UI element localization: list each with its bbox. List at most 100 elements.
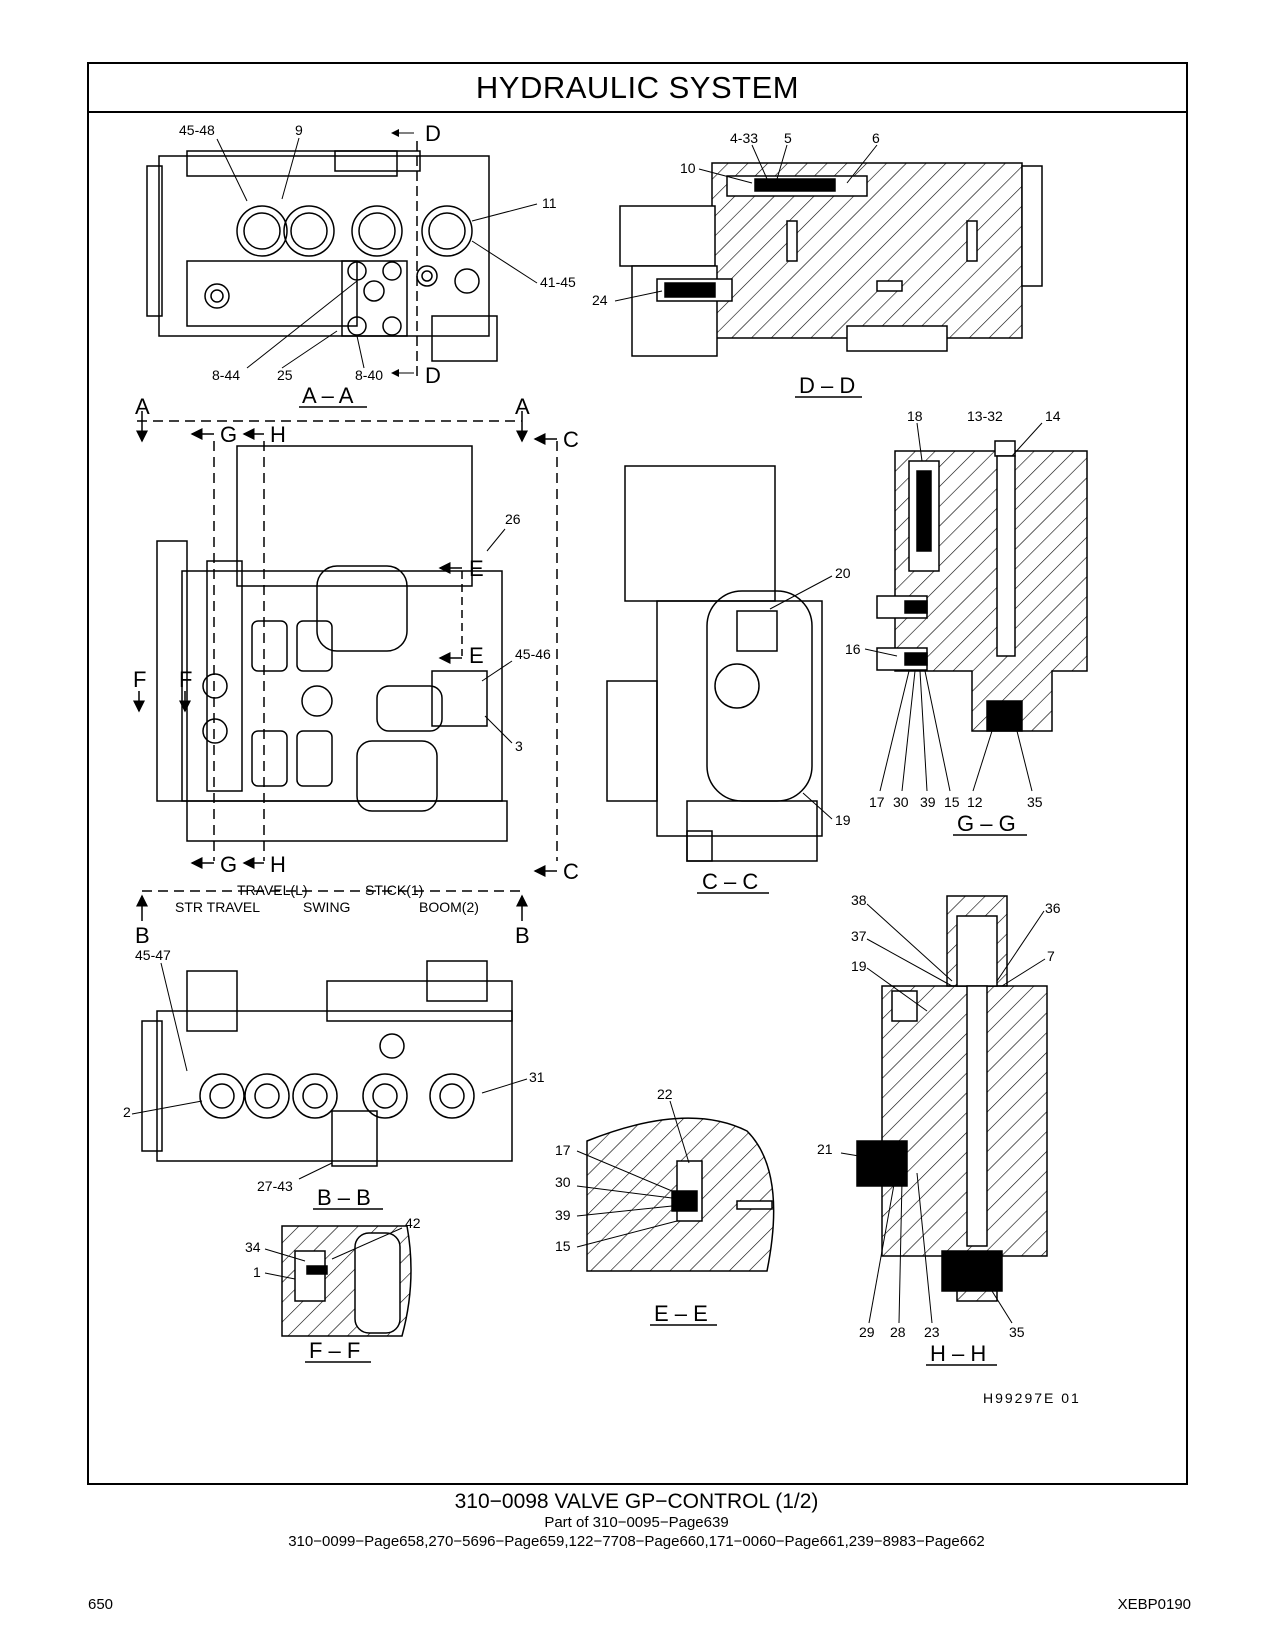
label-2: 2 xyxy=(123,1104,131,1120)
label-boom: BOOM(2) xyxy=(419,899,479,915)
label-stick: STICK(1) xyxy=(365,882,423,898)
label-37: 37 xyxy=(851,928,867,944)
view-h-h-labels: 38 36 37 7 19 21 29 28 23 35 xyxy=(817,892,1061,1340)
label-45-47: 45-47 xyxy=(135,947,171,963)
view-g-g xyxy=(876,440,1088,732)
label-39-e: 39 xyxy=(555,1207,571,1223)
label-13-32: 13-32 xyxy=(967,408,1003,424)
view-a-a-leaders xyxy=(216,129,538,377)
label-45-46: 45-46 xyxy=(515,646,551,662)
label-18: 18 xyxy=(907,408,923,424)
document-code: XEBP0190 xyxy=(1117,1596,1191,1613)
marker-h-bottom: H xyxy=(270,852,286,877)
label-24: 24 xyxy=(592,292,608,308)
function-labels: TRAVEL(L) STICK(1) STR TRAVEL SWING BOOM… xyxy=(175,882,479,915)
main-view-arrows xyxy=(133,411,557,921)
label-17: 17 xyxy=(869,794,885,810)
label-15-e: 15 xyxy=(555,1238,571,1254)
caption-part-of: Part of 310−0095−Page639 xyxy=(544,1514,729,1531)
label-27-43: 27-43 xyxy=(257,1178,293,1194)
view-d-d xyxy=(619,162,1043,357)
view-a-a xyxy=(146,141,498,376)
label-16: 16 xyxy=(845,641,861,657)
marker-b-left: B xyxy=(135,923,150,948)
marker-d-top: D xyxy=(425,121,441,146)
label-10: 10 xyxy=(680,160,696,176)
label-34: 34 xyxy=(245,1239,261,1255)
caption-e-e: E – E xyxy=(654,1301,708,1326)
label-19-h: 19 xyxy=(851,958,867,974)
main-view xyxy=(137,420,558,892)
label-8-40: 8-40 xyxy=(355,367,383,383)
label-42: 42 xyxy=(405,1215,421,1231)
label-26: 26 xyxy=(505,511,521,527)
label-25: 25 xyxy=(277,367,293,383)
main-view-labels: 26 45-46 3 xyxy=(505,511,551,754)
view-b-b-leaders xyxy=(131,962,528,1180)
view-e-e-leaders xyxy=(576,1100,690,1248)
label-9: 9 xyxy=(295,122,303,138)
view-e-e xyxy=(586,1117,775,1272)
marker-d-bottom: D xyxy=(425,363,441,388)
marker-g-bottom: G xyxy=(220,852,237,877)
caption-h-h: H – H xyxy=(930,1341,986,1366)
caption-a-a: A – A xyxy=(302,383,354,408)
view-b-b xyxy=(141,960,513,1167)
label-35: 35 xyxy=(1027,794,1043,810)
caption-b-b: B – B xyxy=(317,1185,371,1210)
marker-g-top: G xyxy=(220,422,237,447)
page-title: HYDRAULIC SYSTEM xyxy=(89,64,1186,113)
label-41-45: 41-45 xyxy=(540,274,576,290)
view-e-e-labels: 22 17 30 39 15 xyxy=(555,1086,673,1254)
label-12: 12 xyxy=(967,794,983,810)
illustration-id: H99297E 01 xyxy=(983,1390,1081,1406)
caption-c-c: C – C xyxy=(702,869,758,894)
label-21: 21 xyxy=(817,1141,833,1157)
caption-title: 310−0098 VALVE GP−CONTROL (1/2) xyxy=(454,1490,819,1513)
caption-d-d: D – D xyxy=(799,373,855,398)
caption-references: 310−0099−Page658,270−5696−Page659,122−77… xyxy=(288,1533,985,1550)
label-38: 38 xyxy=(851,892,867,908)
marker-a-right: A xyxy=(515,394,530,419)
label-29: 29 xyxy=(859,1324,875,1340)
label-30-e: 30 xyxy=(555,1174,571,1190)
view-c-c xyxy=(606,465,823,862)
label-30: 30 xyxy=(893,794,909,810)
label-7: 7 xyxy=(1047,948,1055,964)
label-14: 14 xyxy=(1045,408,1061,424)
marker-c-top: C xyxy=(563,427,579,452)
view-h-h xyxy=(856,895,1048,1302)
label-31: 31 xyxy=(529,1069,545,1085)
valve-diagram: 45-48 9 11 41-45 8-44 25 8-40 D D A – A … xyxy=(123,121,1088,1406)
marker-b-right: B xyxy=(515,923,530,948)
label-19: 19 xyxy=(835,812,851,828)
view-g-g-leaders xyxy=(864,422,1043,792)
label-35-h: 35 xyxy=(1009,1324,1025,1340)
label-4-33: 4-33 xyxy=(730,130,758,146)
view-f-f-leaders xyxy=(264,1227,403,1280)
label-15: 15 xyxy=(944,794,960,810)
view-b-b-labels: 45-47 31 2 27-43 xyxy=(123,947,545,1194)
label-8-44: 8-44 xyxy=(212,367,240,383)
marker-h-top: H xyxy=(270,422,286,447)
view-h-h-leaders xyxy=(840,903,1046,1324)
label-17-e: 17 xyxy=(555,1142,571,1158)
label-20: 20 xyxy=(835,565,851,581)
marker-f-right: F xyxy=(179,667,192,692)
view-d-d-leaders xyxy=(614,144,878,302)
view-d-d-labels: 4-33 5 6 10 24 xyxy=(592,130,880,308)
label-45-48: 45-48 xyxy=(179,122,215,138)
view-f-f xyxy=(281,1225,412,1337)
view-a-a-labels: 45-48 9 11 41-45 8-44 25 8-40 xyxy=(179,122,576,383)
label-6: 6 xyxy=(872,130,880,146)
view-c-c-leaders xyxy=(769,575,833,820)
marker-e-top: E xyxy=(469,556,484,581)
view-f-f-labels: 42 34 1 xyxy=(245,1215,421,1280)
marker-e-bottom: E xyxy=(469,643,484,668)
label-23: 23 xyxy=(924,1324,940,1340)
label-1: 1 xyxy=(253,1264,261,1280)
label-swing: SWING xyxy=(303,899,350,915)
label-3: 3 xyxy=(515,738,523,754)
label-11: 11 xyxy=(542,195,557,211)
label-28: 28 xyxy=(890,1324,906,1340)
